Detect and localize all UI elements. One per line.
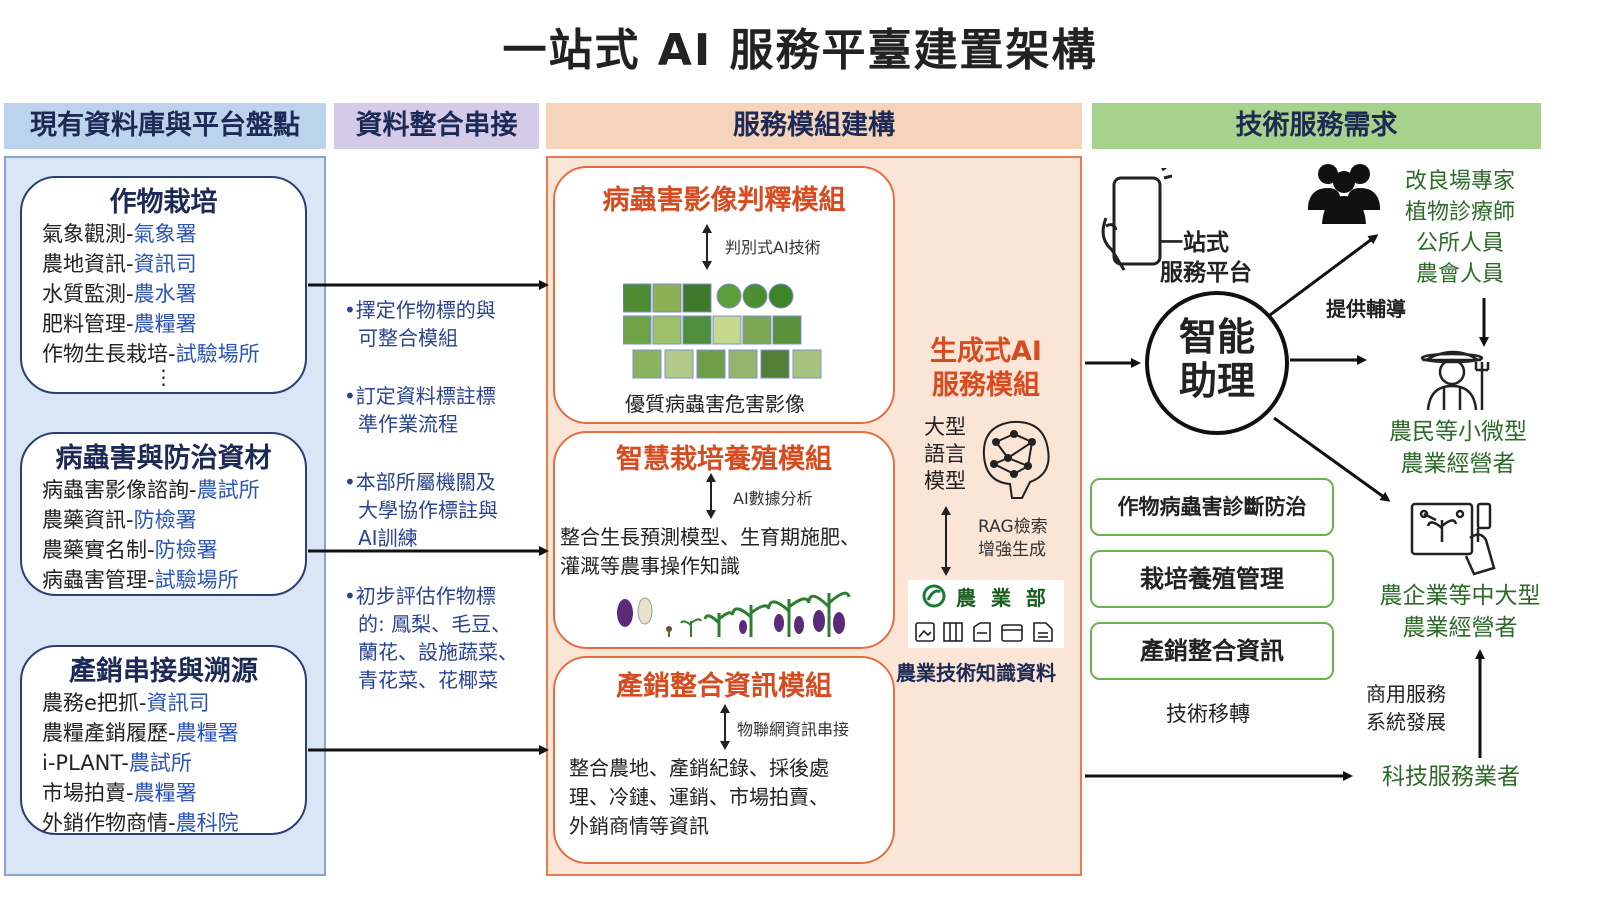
- list-item: 肥料管理-農糧署: [42, 312, 197, 336]
- list-item: 作物生長栽培-試驗場所: [42, 342, 260, 366]
- smart-agriculture-device-icon: [1410, 502, 1496, 576]
- module-body-line: 灌溉等農事操作知識: [560, 554, 740, 578]
- rag-label: RAG檢索 增強生成: [978, 517, 1048, 560]
- module-pest-image-recognition: 病蟲害影像判釋模組 判別式AI技術 優質病蟲害危害影像: [553, 166, 895, 424]
- commercial-service-label: 商用服務 系統發展: [1366, 682, 1446, 734]
- list-item: i-PLANT-農試所: [42, 751, 192, 775]
- double-arrow-icon: [720, 704, 730, 750]
- card-title: 病蟲害與防治資材: [55, 443, 272, 474]
- moa-logo-text: 農 業 部: [956, 586, 1050, 610]
- module-title: 病蟲害影像判釋模組: [602, 185, 846, 216]
- note-item: •初步評估作物標 的: 鳳梨、毛豆、 蘭花、設施蔬菜、 青花菜、花椰菜: [344, 584, 518, 692]
- card-title: 產銷串接與溯源: [69, 656, 258, 687]
- list-item: 農藥資訊-防檢署: [42, 508, 197, 532]
- service-pest-diagnosis: 作物病蟲害診斷防治: [1090, 478, 1334, 536]
- pest-image-grid-icon: [623, 283, 822, 379]
- farmer-icon: [1420, 350, 1490, 411]
- header-data-integration: 資料整合串接: [334, 103, 539, 149]
- moa-knowledge-box: 農 業 部: [908, 580, 1064, 648]
- list-item: 水質監測-農水署: [42, 282, 197, 306]
- genai-module-title: 生成式AI 服務模組: [930, 336, 1042, 401]
- llm-label: 大型 語言 模型: [924, 415, 966, 493]
- smartphone-hand-icon: [1101, 168, 1172, 271]
- people-group-icon: [1308, 164, 1380, 224]
- crop-growth-stages-icon: [617, 591, 851, 637]
- experts-list: 改良場專家 植物診療師 公所人員 農會人員: [1404, 169, 1515, 287]
- service-cultivation-management: 栽培養殖管理: [1090, 550, 1334, 608]
- module-tech-label: 物聯網資訊串接: [737, 720, 850, 739]
- header-existing-databases: 現有資料庫與平台盤點: [4, 103, 326, 149]
- small-farmers-label: 農民等小微型 農業經營者: [1389, 419, 1527, 477]
- knowledge-data-label: 農業技術知識資料: [896, 661, 1056, 685]
- module-body-line: 優質病蟲害危害影像: [625, 392, 805, 416]
- module-production-marketing: 產銷整合資訊模組 物聯網資訊串接 整合農地、產銷紀錄、採後處 理、冷鏈、運銷、市…: [553, 656, 895, 864]
- list-item: 外銷作物商情-農科院: [42, 811, 239, 835]
- document-types-icon: [915, 622, 1053, 642]
- tech-transfer-label: 技術移轉: [1166, 702, 1250, 726]
- header-service-modules: 服務模組建構: [546, 103, 1082, 149]
- list-item: 農藥實名制-防檢署: [42, 538, 218, 562]
- list-item: 病蟲害影像諮詢-農試所: [42, 478, 260, 502]
- double-arrow-icon: [702, 224, 712, 270]
- double-arrow-icon: [941, 506, 951, 576]
- module-body-line: 整合生長預測模型、生育期施肥、: [560, 525, 860, 549]
- card-pest-control: 病蟲害與防治資材 病蟲害影像諮詢-農試所 農藥資訊-防檢署 農藥實名制-防檢署 …: [20, 432, 307, 596]
- brain-network-icon: [982, 420, 1050, 499]
- header-tech-service-demand: 技術服務需求: [1092, 103, 1541, 149]
- moa-logo-icon: [922, 584, 946, 608]
- arrow-assistant-to-experts: [1269, 234, 1379, 317]
- card-title: 作物栽培: [109, 187, 218, 218]
- module-title: 智慧栽培養殖模組: [616, 444, 832, 475]
- module-body-line: 整合農地、產銷紀錄、採後處: [569, 756, 829, 780]
- list-item: 農務e把抓-資訊司: [42, 691, 210, 715]
- list-item: 病蟲害管理-試驗場所: [42, 568, 239, 592]
- card-crop-cultivation: 作物栽培 氣象觀測-氣象署 農地資訊-資訊司 水質監測-農水署 肥料管理-農糧署…: [20, 176, 307, 394]
- list-item: 農地資訊-資訊司: [42, 252, 197, 276]
- card-production-marketing: 產銷串接與溯源 農務e把抓-資訊司 農糧產銷履歷-農糧署 i-PLANT-農試所…: [20, 645, 307, 835]
- module-tech-label: 判別式AI技術: [725, 238, 821, 257]
- double-arrow-icon: [706, 473, 716, 519]
- page-title: 一站式 AI 服務平臺建置架構: [502, 25, 1098, 76]
- integration-notes: •擇定作物標的與 可整合模組 •訂定資料標註標 準作業流程 •本部所屬機關及 大…: [344, 296, 544, 694]
- arrow-assistant-to-enterprise: [1273, 416, 1391, 502]
- tech-service-provider-label: 科技服務業者: [1382, 764, 1520, 790]
- service-marketing-info: 產銷整合資訊: [1090, 622, 1334, 680]
- list-item: 市場拍賣-農糧署: [42, 781, 197, 805]
- enterprise-farmers-label: 農企業等中大型 農業經營者: [1379, 583, 1541, 641]
- note-item: •本部所屬機關及 大學協作標註與 AI訓練: [344, 470, 498, 550]
- more-items-ellipsis: ⋮: [153, 365, 174, 389]
- list-item: 農糧產銷履歷-農糧署: [42, 721, 239, 745]
- guidance-label: 提供輔導: [1326, 297, 1406, 321]
- module-body-line: 理、冷鏈、運銷、市場拍賣、: [569, 785, 829, 809]
- list-item: 氣象觀測-氣象署: [42, 222, 197, 246]
- smart-assistant-circle: 智能 助理: [1145, 291, 1289, 435]
- one-stop-platform-label: 一站式 服務平台: [1160, 230, 1252, 286]
- note-item: •訂定資料標註標 準作業流程: [344, 384, 496, 436]
- note-item: •擇定作物標的與 可整合模組: [344, 298, 496, 350]
- module-body-line: 外銷商情等資訊: [569, 814, 709, 838]
- module-title: 產銷整合資訊模組: [616, 671, 832, 702]
- module-smart-cultivation: 智慧栽培養殖模組 AI數據分析 整合生長預測模型、生育期施肥、 灌溉等農事操作知…: [553, 431, 895, 649]
- module-tech-label: AI數據分析: [733, 489, 813, 508]
